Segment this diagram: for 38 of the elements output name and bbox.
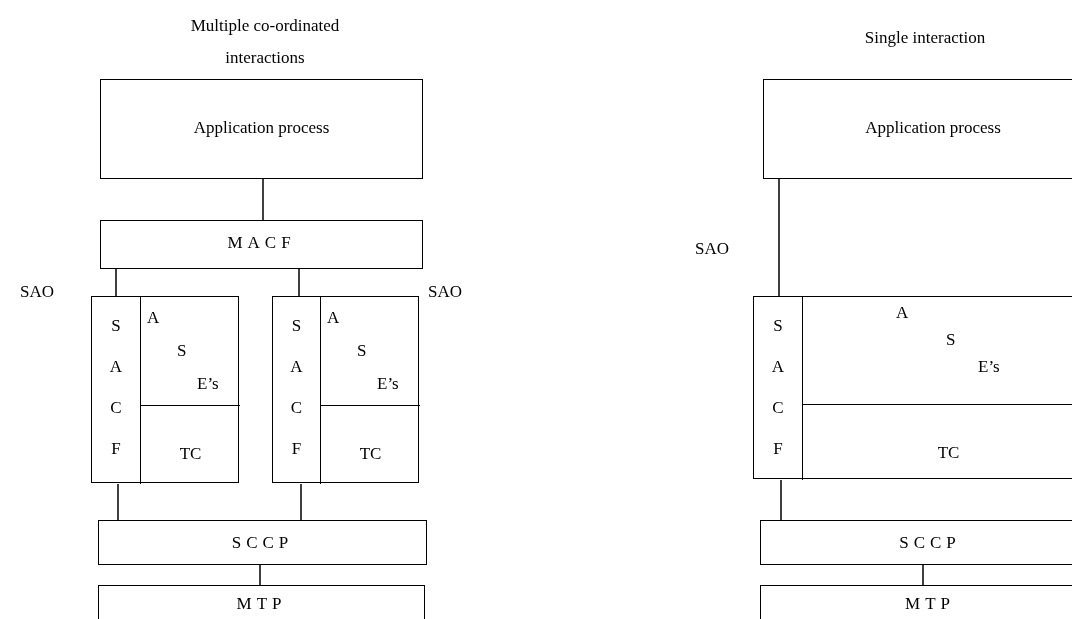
connector-line bbox=[115, 268, 117, 298]
connector-line bbox=[922, 564, 924, 586]
layer-label: MTP bbox=[904, 594, 956, 615]
interface-label: SAO bbox=[20, 281, 55, 303]
protocol-box bbox=[272, 296, 419, 483]
layer-label: MACF bbox=[226, 233, 297, 254]
connector-line bbox=[780, 479, 782, 521]
layer-box bbox=[98, 520, 427, 565]
layer-label: TC bbox=[358, 444, 383, 465]
connector-line bbox=[778, 178, 780, 298]
staggered-label: A S E’s bbox=[147, 307, 219, 395]
layer-label: TC bbox=[936, 443, 961, 464]
layer-label: SCCP bbox=[898, 533, 962, 554]
vertical-label: S A C F bbox=[289, 315, 304, 460]
interface-label: SAO bbox=[428, 281, 463, 303]
layer-box bbox=[100, 79, 423, 179]
layer-box bbox=[100, 220, 423, 269]
layer-box bbox=[763, 79, 1072, 179]
connector-line bbox=[117, 483, 119, 521]
layer-label: MTP bbox=[235, 594, 288, 615]
connector-line bbox=[300, 483, 302, 521]
connector-line bbox=[298, 268, 300, 298]
protocol-box bbox=[91, 296, 239, 483]
layer-label: Application process bbox=[192, 118, 331, 139]
column-heading: Multiple co-ordinated interactions bbox=[189, 15, 341, 70]
column-heading: Single interaction bbox=[863, 27, 987, 49]
staggered-label: A S E’s bbox=[327, 307, 399, 395]
interface-label: SAO bbox=[695, 238, 730, 260]
vertical-label: S A C F bbox=[108, 315, 124, 460]
staggered-label: A S E’s bbox=[896, 302, 1000, 378]
layer-box bbox=[760, 520, 1072, 565]
connector-line bbox=[262, 178, 264, 221]
vertical-label: S A C F bbox=[770, 315, 786, 460]
layer-label: SCCP bbox=[230, 533, 295, 554]
layer-label: TC bbox=[178, 444, 203, 465]
layer-label: Application process bbox=[864, 118, 1002, 139]
protocol-box bbox=[753, 296, 1072, 479]
connector-line bbox=[259, 564, 261, 586]
